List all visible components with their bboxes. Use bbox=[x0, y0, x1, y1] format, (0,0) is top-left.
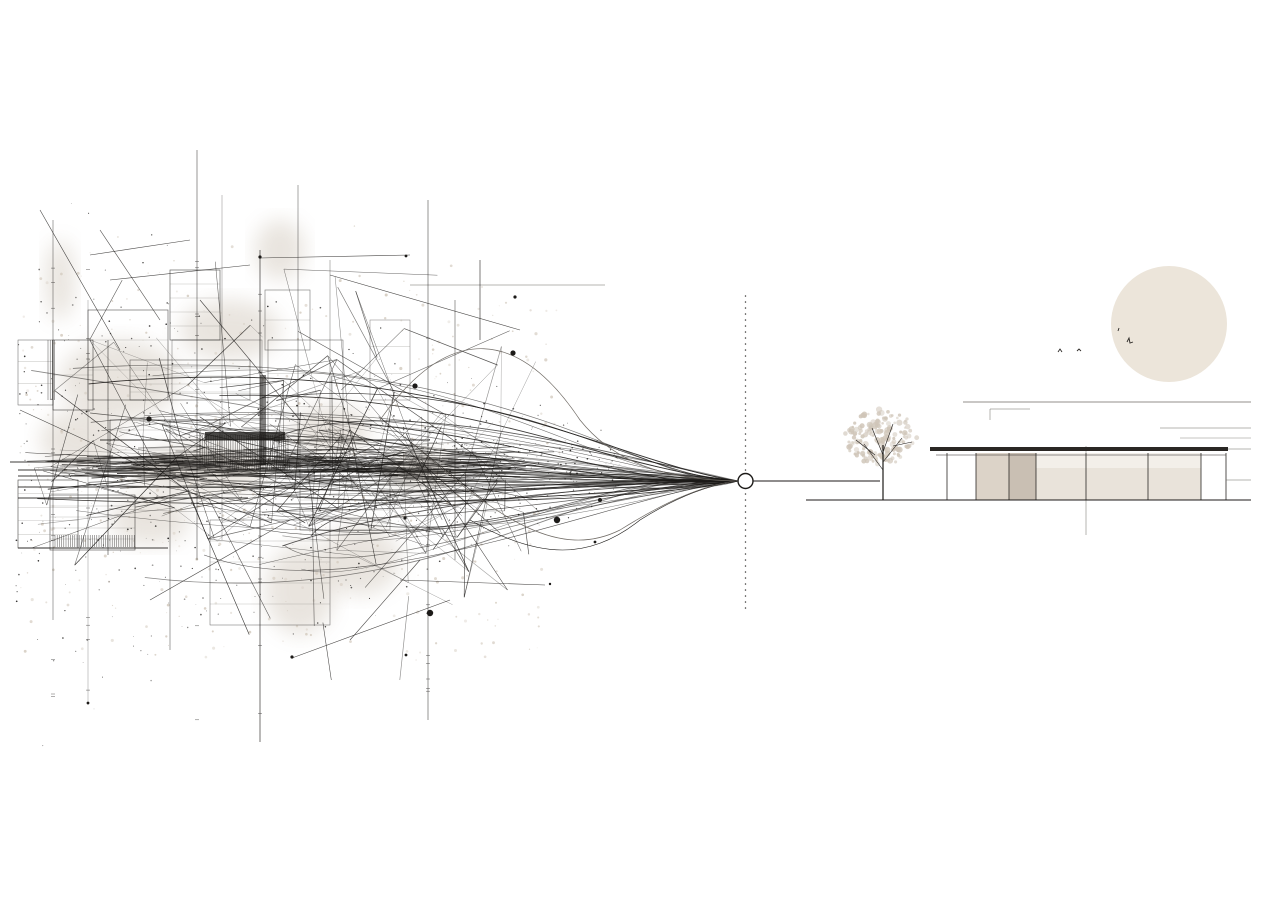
network-nodes bbox=[86, 254, 602, 705]
calm-scene bbox=[806, 266, 1251, 535]
sun-icon bbox=[1111, 266, 1227, 382]
dotted-line-icon bbox=[744, 295, 747, 609]
modern-house-icon bbox=[930, 447, 1251, 500]
dense-core bbox=[42, 375, 555, 485]
converging-flow-lines bbox=[25, 348, 739, 584]
tree-icon bbox=[843, 406, 920, 500]
birds-icon bbox=[1057, 327, 1134, 353]
transition-point bbox=[737, 295, 880, 609]
open-circle-icon bbox=[737, 472, 754, 490]
tangled-network-icon bbox=[10, 150, 739, 747]
